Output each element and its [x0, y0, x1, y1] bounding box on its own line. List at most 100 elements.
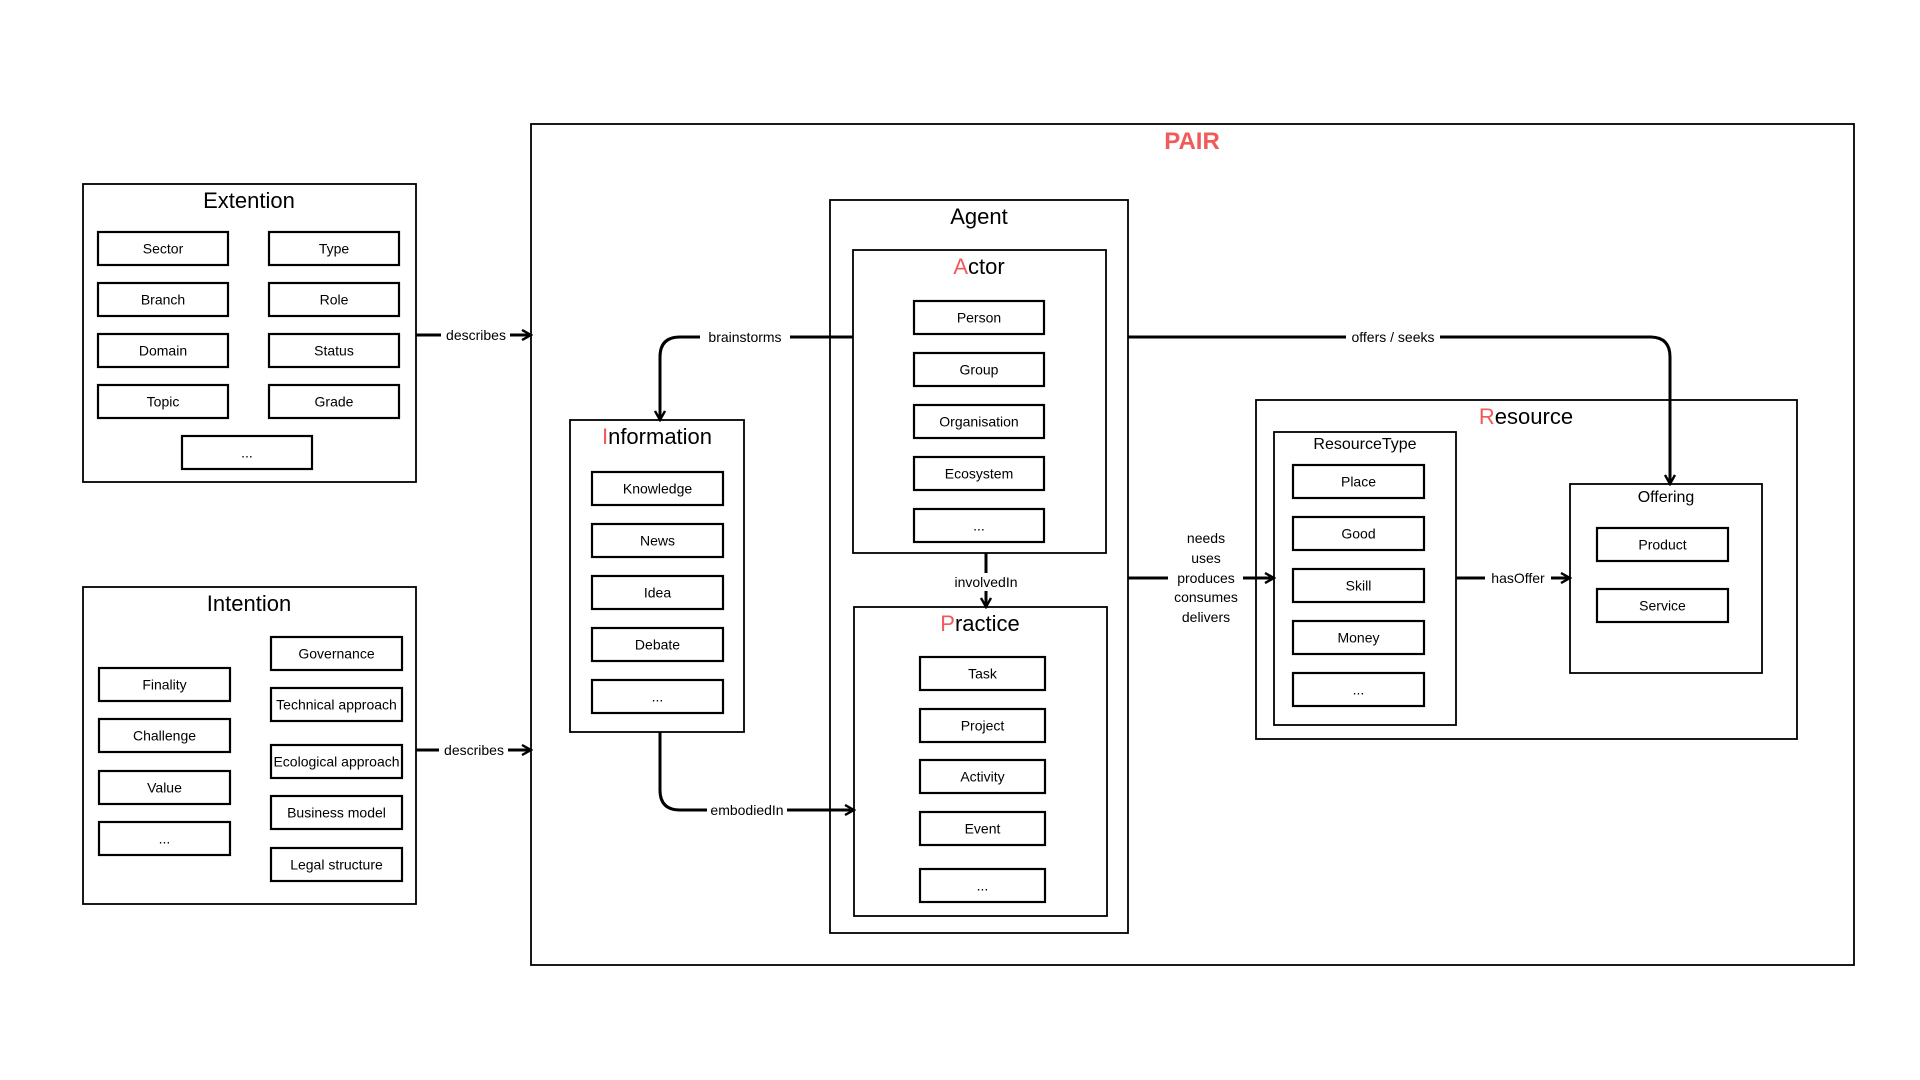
- extention-item-branch-label: Branch: [141, 292, 185, 308]
- extention-item-sector-label: Sector: [143, 241, 184, 257]
- information-item-idea-box: [590, 574, 725, 611]
- practice-item-activity-label: Activity: [960, 769, 1004, 785]
- edge-label-brainstorms: brainstorms: [708, 329, 781, 345]
- information-item-more-box: [590, 678, 725, 715]
- offering-item-service-label: Service: [1639, 598, 1686, 614]
- resource-type-item-place-label: Place: [1341, 474, 1376, 490]
- practice-title: Practice: [940, 611, 1019, 636]
- practice-item-task-label: Task: [968, 666, 998, 682]
- intention-item-finality-label: Finality: [142, 677, 186, 693]
- intention-item-ecological-approach-box: [269, 743, 404, 780]
- extention-item-type-label: Type: [319, 241, 350, 257]
- practice-title-rest: ractice: [955, 611, 1020, 636]
- practice-item-event-box: [918, 810, 1047, 847]
- extention-item-more-label: ...: [241, 445, 253, 461]
- actor-item-organisation-box: [912, 403, 1046, 440]
- intention-item-governance-label: Governance: [298, 646, 374, 662]
- extention-title: Extention: [203, 188, 295, 213]
- extention-item-domain-box: [96, 332, 230, 369]
- resource-type-title: ResourceType: [1313, 436, 1416, 453]
- intention-item-value-box: [97, 769, 232, 806]
- information-title: Information: [602, 424, 712, 449]
- intention-item-challenge-label: Challenge: [133, 728, 196, 744]
- intention-left-items: FinalityChallengeValue...: [97, 666, 232, 857]
- resource-type-item-good-box: [1291, 515, 1426, 552]
- actor-items: PersonGroupOrganisationEcosystem...: [912, 299, 1046, 544]
- actor-item-ecosystem-box: [912, 455, 1046, 492]
- offering-item-product-box: [1595, 526, 1730, 563]
- edge-label-involved-in: involvedIn: [954, 574, 1017, 590]
- actor-panel: Actor PersonGroupOrganisationEcosystem..…: [852, 249, 1107, 554]
- intention-item-more-box: [97, 820, 232, 857]
- resource-title: Resource: [1479, 404, 1573, 429]
- offering-title: Offering: [1638, 489, 1695, 506]
- resource-type-item-money-box: [1291, 619, 1426, 656]
- intention-item-finality-box: [97, 666, 232, 703]
- information-item-knowledge-label: Knowledge: [623, 481, 692, 497]
- information-item-debate-box: [590, 626, 725, 663]
- edge-label-has-offer: hasOffer: [1491, 570, 1545, 586]
- actor-item-person-label: Person: [957, 310, 1001, 326]
- pair-title: PAIR: [1164, 128, 1220, 155]
- information-item-news-label: News: [640, 533, 675, 549]
- practice-item-project-box: [918, 707, 1047, 744]
- edge-label-produces: produces: [1177, 570, 1235, 586]
- practice-items: TaskProjectActivityEvent...: [918, 655, 1047, 904]
- information-title-rest: nformation: [608, 424, 712, 449]
- intention-title: Intention: [207, 591, 291, 616]
- extention-item-topic-label: Topic: [147, 394, 180, 410]
- resource-type-item-place-box: [1291, 463, 1426, 500]
- actor-title: Actor: [953, 254, 1004, 279]
- information-item-idea-label: Idea: [644, 585, 671, 601]
- extention-item-grade-box: [267, 383, 401, 420]
- extention-item-more-box: [180, 434, 314, 471]
- resource-type-panel: ResourceType PlaceGoodSkillMoney...: [1273, 431, 1457, 726]
- actor-item-person-box: [912, 299, 1046, 336]
- information-item-more-label: ...: [652, 689, 664, 705]
- practice-panel: Practice TaskProjectActivityEvent...: [853, 606, 1108, 917]
- practice-item-project-label: Project: [961, 718, 1005, 734]
- edge-brainstorms: [660, 335, 853, 420]
- resource-type-item-more-label: ...: [1353, 682, 1365, 698]
- extention-item-role-label: Role: [320, 292, 349, 308]
- practice-item-activity-box: [918, 758, 1047, 795]
- actor-item-group-box: [912, 351, 1046, 388]
- resource-type-item-money-label: Money: [1337, 630, 1379, 646]
- offering-item-product-label: Product: [1638, 537, 1686, 553]
- practice-item-more-label: ...: [977, 878, 989, 894]
- actor-item-group-label: Group: [960, 362, 999, 378]
- actor-item-ecosystem-label: Ecosystem: [945, 466, 1013, 482]
- intention-item-value-label: Value: [147, 780, 182, 796]
- resource-title-initial: R: [1479, 404, 1495, 429]
- edge-label-consumes: consumes: [1174, 589, 1238, 605]
- extention-item-type-box: [267, 230, 401, 267]
- edge-embodied-in: [658, 732, 854, 810]
- information-item-news-box: [590, 522, 725, 559]
- information-items: KnowledgeNewsIdeaDebate...: [590, 470, 725, 715]
- extention-item-status-label: Status: [314, 343, 354, 359]
- extention-item-grade-label: Grade: [315, 394, 354, 410]
- intention-item-technical-approach-label: Technical approach: [276, 697, 397, 713]
- intention-item-challenge-box: [97, 717, 232, 754]
- practice-item-event-label: Event: [965, 821, 1001, 837]
- practice-title-initial: P: [940, 611, 955, 636]
- actor-title-initial: A: [953, 254, 968, 279]
- edges: describes describes brainstorms embodied…: [416, 325, 1670, 820]
- extention-item-role-box: [267, 281, 401, 318]
- extention-item-topic-box: [96, 383, 230, 420]
- resource-type-item-good-label: Good: [1341, 526, 1375, 542]
- information-panel: Information KnowledgeNewsIdeaDebate...: [569, 419, 745, 733]
- resource-type-item-more-box: [1291, 671, 1426, 708]
- intention-item-legal-structure-box: [269, 846, 404, 883]
- actor-item-organisation-label: Organisation: [939, 414, 1018, 430]
- edge-label-offers-seeks: offers / seeks: [1351, 329, 1434, 345]
- resource-type-item-skill-label: Skill: [1346, 578, 1372, 594]
- intention-item-legal-structure-label: Legal structure: [290, 857, 383, 873]
- actor-item-more-box: [912, 507, 1046, 544]
